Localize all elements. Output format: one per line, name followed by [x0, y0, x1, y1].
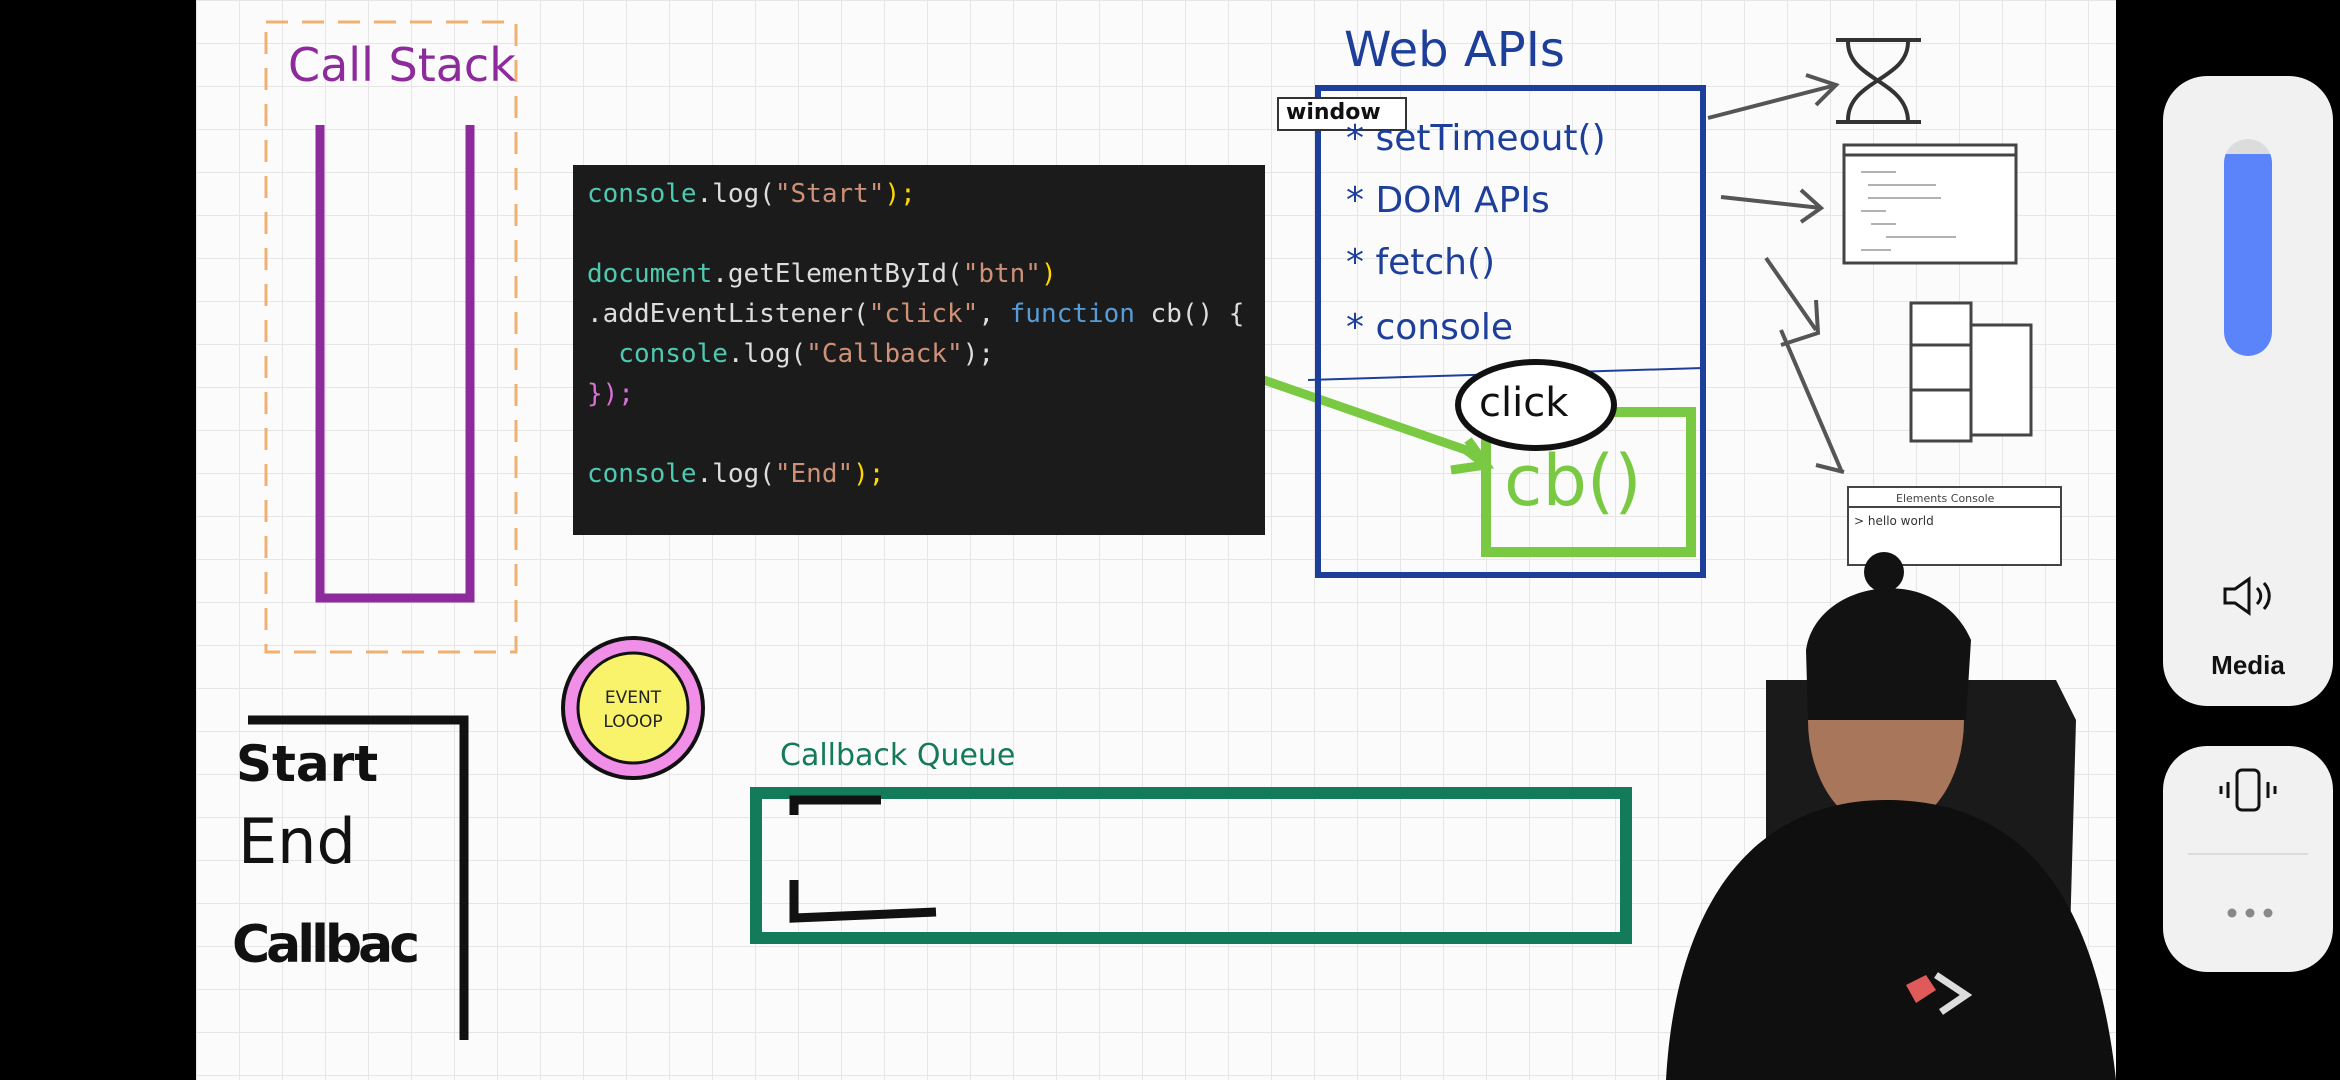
web-api-item-settimeout: * setTimeout() [1346, 118, 1606, 159]
code-snippet: console.log("Start"); document.getElemen… [573, 165, 1265, 535]
callback-queue-box [750, 787, 1632, 944]
web-api-item-console: * console [1346, 307, 1514, 348]
console-output-callback: Callbac [232, 915, 420, 975]
code-line-6: console.log("End"); [587, 459, 885, 489]
server-sketch [1909, 301, 2033, 443]
media-label: Media [2211, 650, 2285, 680]
console-output-end: End [238, 805, 356, 878]
volume-panel: Media [2163, 76, 2333, 706]
vibrate-icon[interactable] [2218, 766, 2278, 816]
event-loop-label-1: EVENT [605, 688, 662, 708]
panel-divider [2188, 853, 2308, 855]
click-label: click [1479, 380, 1569, 426]
sound-mode-panel [2163, 746, 2333, 972]
console-output-box [248, 715, 469, 1040]
console-sketch [1847, 486, 2062, 566]
console-sketch-output: > hello world [1854, 514, 1934, 528]
window-label: window [1286, 100, 1381, 125]
web-apis-title: Web APIs [1344, 22, 1565, 78]
web-api-item-dom: * DOM APIs [1346, 180, 1550, 221]
call-stack-dashed-box [264, 20, 518, 654]
whiteboard-drawings: Elements Console > hello world EVENT LOO… [248, 20, 2116, 1080]
call-stack-title: Call Stack [288, 38, 516, 92]
console-sketch-tabs: Elements Console [1896, 492, 1995, 505]
presenter-video [1666, 552, 2116, 1080]
console-output-start: Start [236, 735, 379, 793]
event-loop-icon [561, 636, 705, 780]
code-line-5: }); [587, 379, 634, 409]
video-frame[interactable]: Elements Console > hello world EVENT LOO… [196, 0, 2116, 1080]
window-label-box [1277, 97, 1407, 131]
hourglass-icon [1836, 38, 1921, 124]
speaker-icon[interactable] [2221, 576, 2277, 616]
code-line-3: .addEventListener("click", function cb()… [587, 299, 1245, 329]
api-arrows [1707, 73, 1845, 474]
volume-slider-fill [2224, 154, 2272, 356]
code-line-1: console.log("Start"); [587, 179, 916, 209]
more-icon[interactable] [2225, 906, 2275, 920]
event-loop-label-2: LOOOP [603, 712, 662, 732]
code-line-4: console.log("Callback"); [587, 339, 995, 369]
dom-document-sketch [1842, 143, 2018, 265]
web-api-item-fetch: * fetch() [1346, 242, 1496, 283]
call-stack-container [315, 125, 475, 603]
registered-callback: cb() [1504, 440, 1642, 522]
code-line-2: document.getElementById("btn") [587, 259, 1057, 289]
click-circle [1455, 359, 1617, 451]
callback-queue-title: Callback Queue [780, 738, 1016, 773]
volume-slider[interactable] [2224, 139, 2272, 356]
web-apis-box [1315, 85, 1706, 578]
